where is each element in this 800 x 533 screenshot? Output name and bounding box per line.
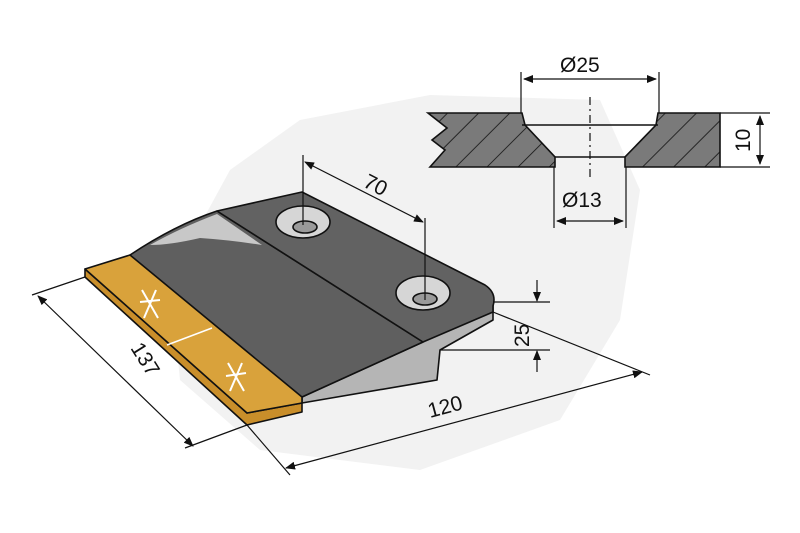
dimension-height: 25 <box>511 324 534 347</box>
dimension-thickness: 10 <box>732 129 755 152</box>
section-left <box>425 112 556 168</box>
dimension-hole-diameter: Ø13 <box>562 189 602 212</box>
blade-slope <box>129 210 424 414</box>
mounting-hole <box>395 275 451 311</box>
section-right <box>624 112 721 168</box>
dimension-lines <box>31 155 651 476</box>
hole-cross-section <box>425 72 770 228</box>
dimension-countersink-diameter: Ø25 <box>560 54 600 77</box>
